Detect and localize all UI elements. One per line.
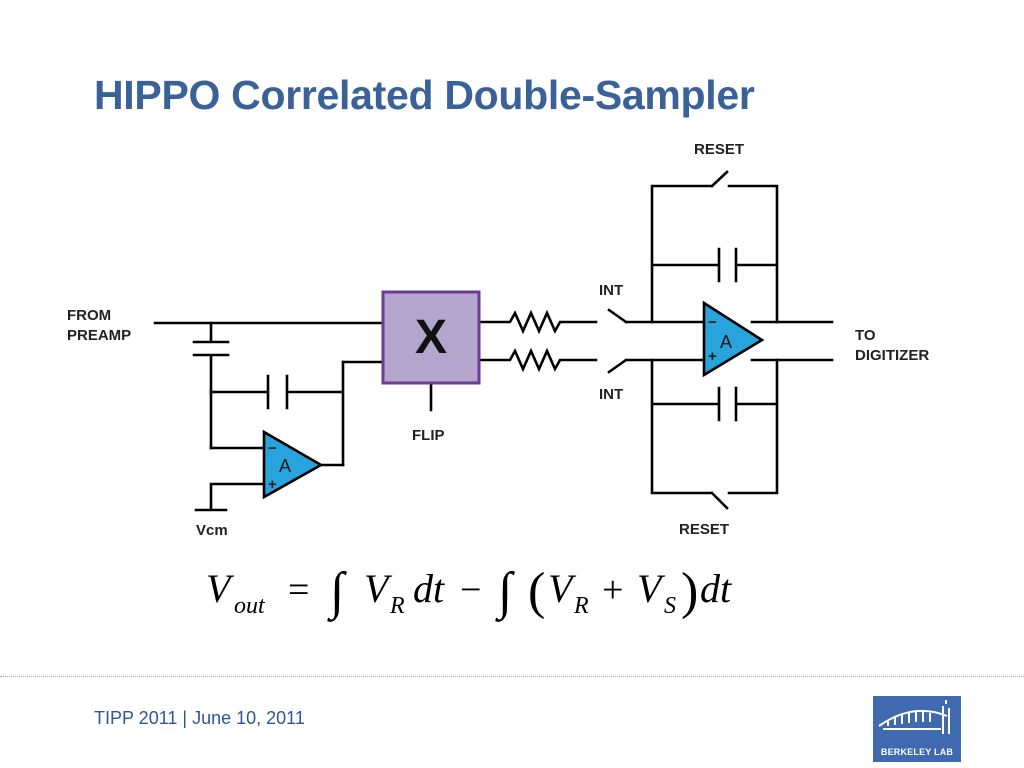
output-wires: [750, 320, 834, 362]
label-preamp: PREAMP: [67, 327, 131, 344]
opamp-1: [262, 429, 324, 500]
int-switch-top: [607, 308, 706, 324]
opamp-2-minus: −: [708, 314, 717, 331]
opamp-1-label: A: [279, 456, 291, 476]
upper-feedback-network: [650, 170, 779, 324]
eq-v-out: V: [206, 566, 235, 611]
eq-plus: +: [602, 569, 623, 611]
eq-right-paren: ): [681, 563, 698, 620]
resistor-top: [477, 309, 598, 335]
berkeley-lab-logo: BERKELEY LAB: [873, 696, 961, 762]
eq-s-subscript: S: [664, 593, 676, 619]
vcm-wire: [194, 482, 266, 512]
opamp-2-label: A: [720, 332, 732, 352]
label-reset-bottom: RESET: [679, 521, 729, 538]
opamp-1-plus: +: [268, 476, 277, 493]
label-flip: FLIP: [412, 427, 445, 444]
int-switch-bottom: [607, 358, 706, 374]
berkeley-lab-building-icon: [878, 700, 950, 734]
lower-feedback-network: [650, 358, 779, 510]
eq-equals: =: [288, 569, 309, 611]
eq-minus: −: [460, 569, 481, 611]
label-int-top: INT: [599, 282, 623, 299]
eq-integral-1: ∫: [327, 563, 347, 622]
slide-title: HIPPO Correlated Double-Sampler: [94, 72, 755, 118]
eq-dt-2: dt: [700, 566, 732, 611]
eq-r-subscript-1: R: [389, 593, 405, 619]
eq-integral-2: ∫: [495, 563, 515, 622]
opamp-2: [702, 300, 765, 378]
opamp-2-plus: +: [708, 348, 717, 365]
eq-v-r: V: [364, 566, 393, 611]
label-digitizer: DIGITIZER: [855, 347, 929, 364]
eq-v-s: V: [637, 566, 666, 611]
opamp-1-minus: −: [268, 440, 277, 457]
label-reset-top: RESET: [694, 141, 744, 158]
label-from: FROM: [67, 307, 111, 324]
multiplier-symbol: X: [415, 311, 447, 364]
vout-equation: V out = ∫ V R dt − ∫ ( V R + V S ) dt: [206, 563, 732, 622]
label-int-bottom: INT: [599, 386, 623, 403]
multiplier-block: [381, 290, 481, 385]
footer-text: TIPP 2011 | June 10, 2011: [94, 708, 305, 728]
feedback-cap-wires: [209, 360, 345, 467]
eq-r-subscript-2: R: [573, 593, 589, 619]
eq-dt-1: dt: [413, 566, 445, 611]
eq-left-paren: (: [528, 563, 545, 620]
coupling-capacitor: [192, 321, 230, 450]
label-to: TO: [855, 327, 876, 344]
resistor-bottom: [477, 347, 598, 373]
eq-out-subscript: out: [234, 593, 266, 619]
logo-text: BERKELEY LAB: [880, 747, 954, 757]
label-vcm: Vcm: [196, 522, 228, 539]
footer-divider: [0, 676, 1024, 677]
eq-v-r-2: V: [548, 566, 577, 611]
